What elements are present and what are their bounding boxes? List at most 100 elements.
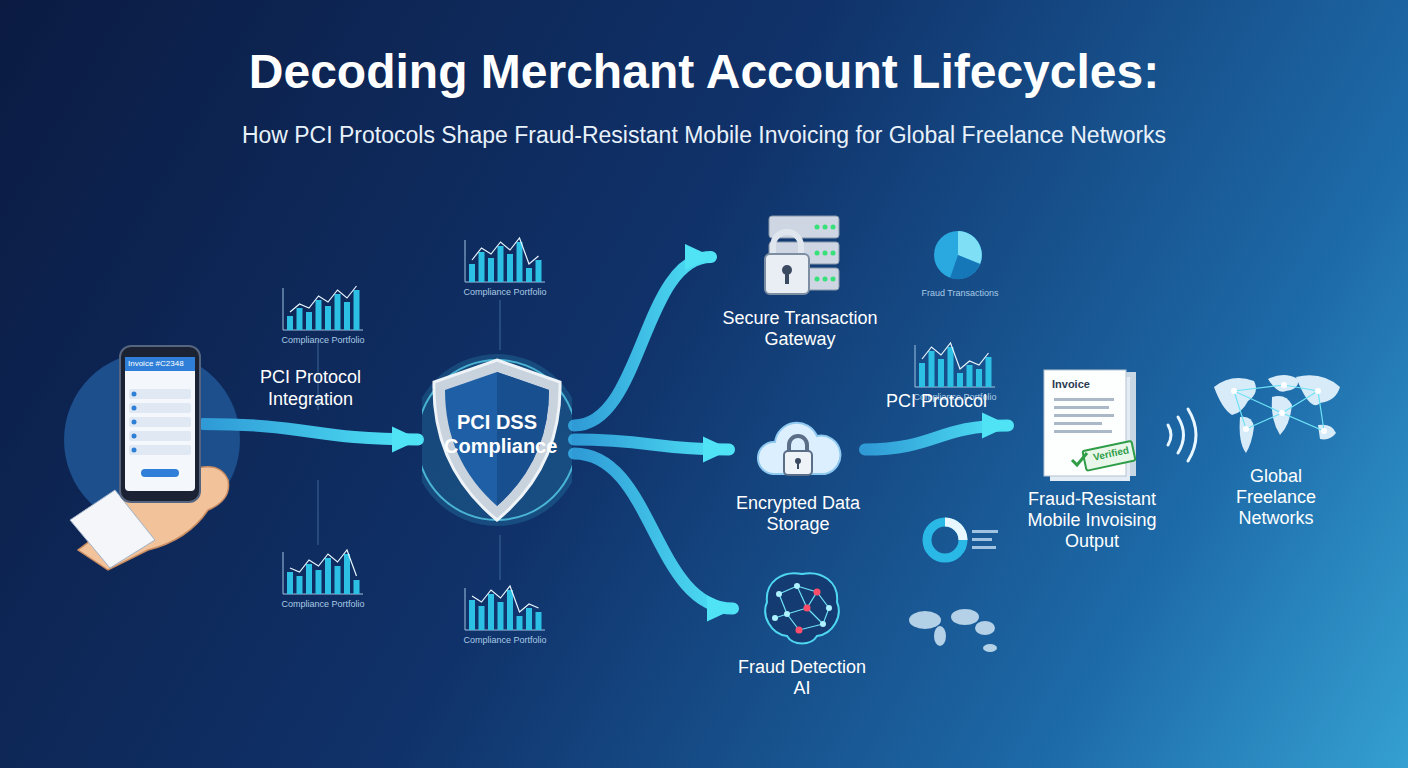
line-shape	[465, 630, 545, 631]
line-shape	[283, 330, 363, 331]
rect-shape	[306, 312, 312, 330]
connector-arrow	[574, 454, 733, 609]
node-inner-text: Invoice	[1052, 378, 1090, 390]
rect-shape	[526, 268, 532, 282]
rect-shape	[297, 576, 303, 594]
shield-node: PCI DSS Compliance	[422, 352, 572, 527]
ai-node: Fraud Detection AI	[737, 566, 867, 699]
rect-shape	[536, 260, 542, 282]
line-shape	[915, 345, 916, 387]
rect-shape	[316, 570, 322, 594]
donut-chart	[927, 522, 998, 558]
rect-shape	[967, 365, 973, 387]
rect-shape	[488, 258, 494, 282]
chart-caption: Compliance Portfolio	[258, 599, 388, 610]
rect-shape	[498, 602, 504, 630]
storage-node: Encrypted Data Storage	[733, 412, 863, 535]
node-label: Fraud Detection AI	[737, 657, 867, 699]
polyline-shape	[290, 550, 357, 576]
connector-label: PCI Protocol Integration	[241, 366, 381, 410]
line-shape	[283, 288, 284, 330]
polyline-shape	[290, 286, 357, 312]
chart-caption: Compliance Portfolio	[440, 287, 570, 298]
globe-graphic	[1206, 365, 1346, 460]
rect-shape	[469, 600, 475, 630]
rect-shape	[929, 351, 935, 387]
rect-shape	[354, 580, 360, 594]
rect-shape	[986, 357, 992, 387]
title: Decoding Merchant Account Lifecycles:	[0, 44, 1408, 99]
line-shape	[283, 594, 363, 595]
node-inner-text: Invoice #C2348	[128, 359, 192, 369]
rect-shape	[479, 606, 485, 630]
rect-shape	[479, 252, 485, 282]
rect-shape	[517, 242, 523, 282]
connector-arrow	[203, 424, 418, 440]
globe-icon	[1206, 365, 1346, 460]
connector-arrow	[865, 426, 1008, 450]
phone-icon: Invoice #C2348	[119, 345, 201, 503]
polyline-shape	[922, 343, 989, 369]
rect-shape	[938, 359, 944, 387]
gate-graphic	[755, 212, 845, 302]
rect-shape	[976, 369, 982, 387]
line-shape	[915, 387, 995, 388]
rect-shape	[335, 566, 341, 594]
chart-caption: Fraud Transactions	[895, 288, 1025, 299]
doc-icon: InvoiceVerified	[1042, 368, 1142, 483]
gateway-node: Secure Transaction Gateway	[715, 212, 885, 350]
node-inner-text: PCI DSS Compliance	[444, 410, 550, 458]
mini-map	[909, 609, 997, 652]
rect-shape	[488, 594, 494, 630]
chart-caption: Compliance Portfolio	[258, 335, 388, 346]
rect-shape	[335, 294, 341, 330]
rect-shape	[526, 608, 532, 630]
chart-caption: Compliance Portfolio	[440, 635, 570, 646]
node-label: Secure Transaction Gateway	[715, 308, 885, 350]
rect-shape	[354, 290, 360, 330]
pie-chart	[934, 231, 982, 279]
rect-shape	[536, 612, 542, 630]
invoice-node: InvoiceVerifiedFraud-Resistant Mobile In…	[1012, 368, 1172, 552]
rect-shape	[948, 347, 954, 387]
connector-arrow	[574, 440, 729, 450]
rect-shape	[517, 616, 523, 630]
phone-node: Invoice #C2348	[119, 345, 201, 503]
rect-shape	[469, 264, 475, 282]
rect-shape	[325, 306, 331, 330]
polyline-shape	[472, 586, 539, 612]
phone-graphic	[119, 345, 201, 503]
rect-shape	[507, 254, 513, 282]
rect-shape	[498, 246, 504, 282]
rect-shape	[957, 373, 963, 387]
connector-arrow	[574, 257, 711, 426]
shield-icon: PCI DSS Compliance	[422, 352, 572, 527]
rect-shape	[325, 558, 331, 594]
rect-shape	[507, 590, 513, 630]
node-label: Encrypted Data Storage	[733, 493, 863, 535]
line-shape	[465, 240, 466, 282]
rect-shape	[306, 564, 312, 594]
signal-waves	[1168, 409, 1196, 461]
store-graphic	[753, 412, 843, 487]
gate-icon	[755, 212, 845, 302]
network-node: Global Freelance Networks	[1206, 365, 1346, 529]
node-label: Fraud-Resistant Mobile Invoising Output	[1012, 489, 1172, 552]
connector-label: PCI Protocol	[867, 390, 1007, 412]
rect-shape	[344, 554, 350, 594]
ai-icon	[757, 566, 847, 651]
rect-shape	[287, 572, 293, 594]
subtitle: How PCI Protocols Shape Fraud-Resistant …	[54, 122, 1354, 150]
polyline-shape	[472, 238, 539, 264]
rect-shape	[287, 316, 293, 330]
ai-graphic	[757, 566, 847, 651]
rect-shape	[919, 363, 925, 387]
line-shape	[283, 552, 284, 594]
rect-shape	[344, 302, 350, 330]
rect-shape	[316, 300, 322, 330]
rect-shape	[297, 308, 303, 330]
store-icon	[753, 412, 843, 487]
